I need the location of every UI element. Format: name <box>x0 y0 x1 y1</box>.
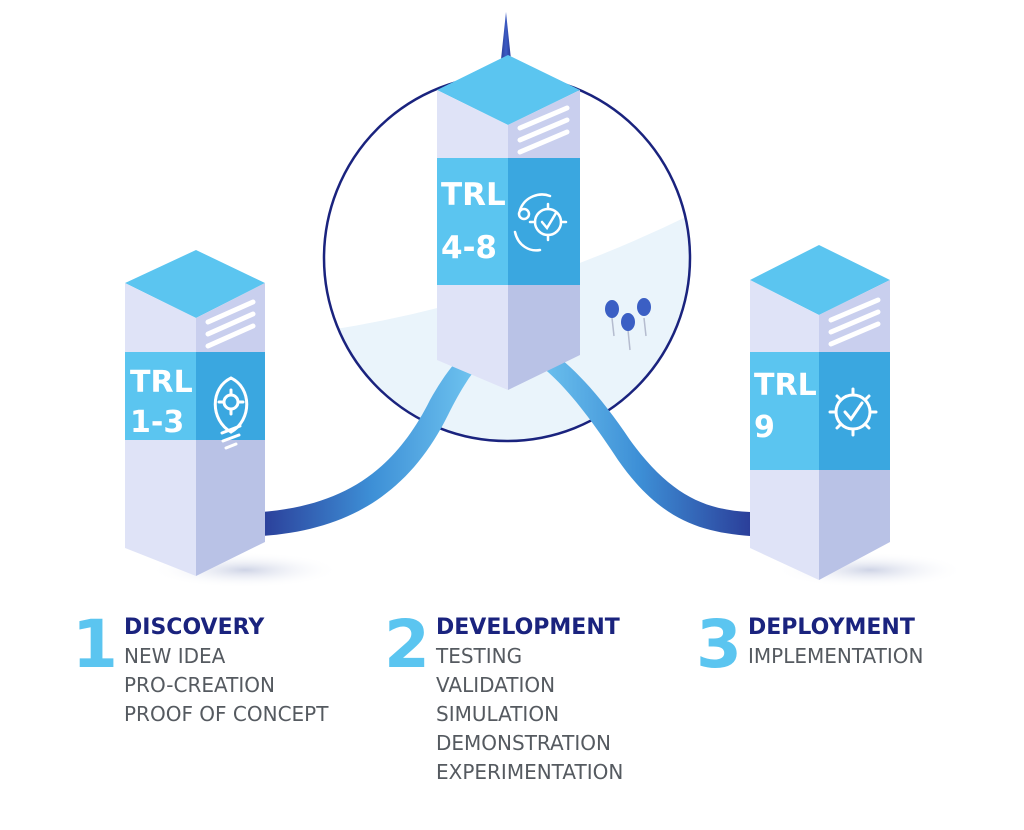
stage-item: SIMULATION <box>436 702 560 726</box>
people-group-icon <box>605 298 651 351</box>
stage-number: 3 <box>696 606 742 683</box>
tower-trl-label: TRL <box>130 365 193 400</box>
stage-item: PRO-CREATION <box>124 673 275 697</box>
stage-title: DEVELOPMENT <box>436 615 620 640</box>
tower-trl-range: 1-3 <box>130 405 184 440</box>
ribbon-right <box>505 332 750 536</box>
stage-item: DEMONSTRATION <box>436 731 611 755</box>
trl-diagram-scene: TRL 1-3 TRL 4-8 <box>125 12 965 588</box>
stage-item: VALIDATION <box>436 673 556 697</box>
tower-trl-4-8: TRL 4-8 <box>437 55 580 390</box>
document-lines <box>205 299 256 349</box>
gears-cycle-check-icon <box>513 193 568 252</box>
document-lines <box>517 105 570 155</box>
tower-trl-1-3: TRL 1-3 <box>125 250 265 576</box>
stage-item: TESTING <box>436 644 523 668</box>
ribbon-left <box>262 332 505 536</box>
stage-number: 2 <box>384 606 430 683</box>
stage-item: PROOF OF CONCEPT <box>124 702 329 726</box>
stage-item: NEW IDEA <box>124 644 226 668</box>
stage-item: IMPLEMENTATION <box>748 644 924 668</box>
stage-number: 1 <box>72 606 118 683</box>
document-lines <box>828 297 881 347</box>
tower-trl-label: TRL <box>441 177 506 213</box>
stage-item: EXPERIMENTATION <box>436 760 624 784</box>
tower-trl-label: TRL <box>754 368 817 403</box>
tower-trl-range: 4-8 <box>441 230 497 266</box>
stage-title: DEPLOYMENT <box>748 615 915 640</box>
gear-check-icon <box>828 387 878 437</box>
tower-trl-9: TRL 9 <box>750 245 890 580</box>
lightbulb-gear-icon <box>213 376 249 450</box>
tower-trl-range: 9 <box>754 410 775 445</box>
stage-title: DISCOVERY <box>124 615 265 640</box>
